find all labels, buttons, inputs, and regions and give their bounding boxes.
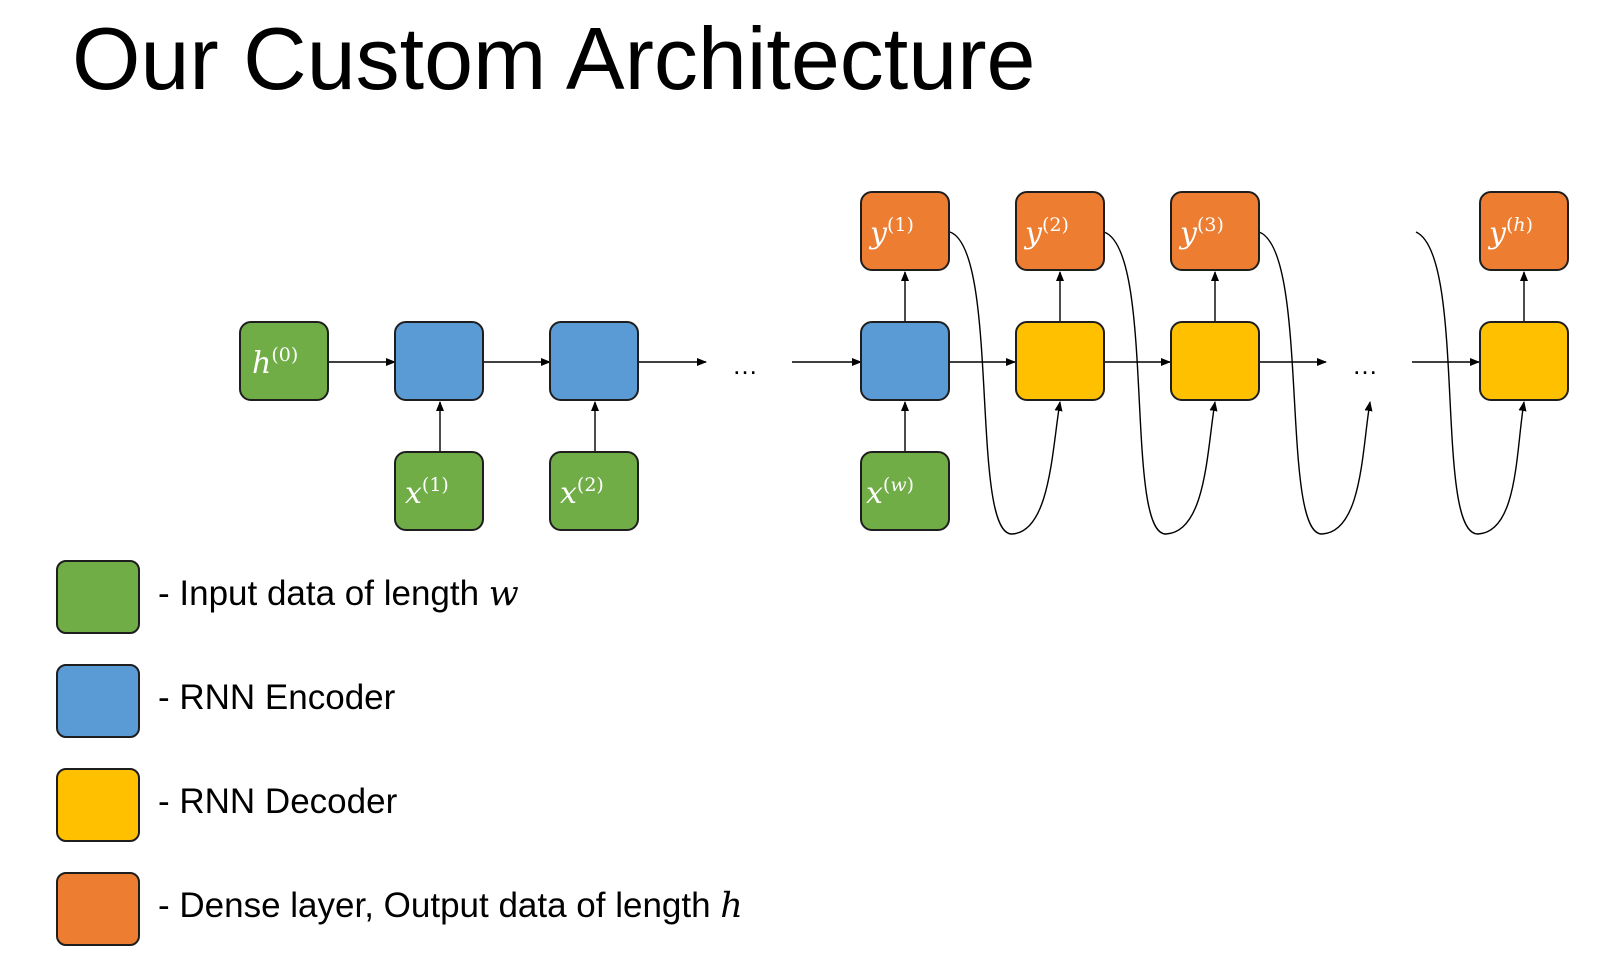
legend-label-encoder: - RNN Encoder xyxy=(158,678,396,717)
svg-text:x(1): x(1) xyxy=(405,474,449,511)
legend-label-input: - Input data of length w xyxy=(158,574,519,614)
feedback-y2-dec2 xyxy=(1103,231,1218,535)
svg-text:y(1): y(1) xyxy=(868,214,914,251)
legend-item-dense: - Dense layer, Output data of length h xyxy=(56,872,816,950)
legend-swatch-decoder xyxy=(56,768,140,842)
page-title: Our Custom Architecture xyxy=(72,9,1036,108)
svg-text:h(0): h(0) xyxy=(252,344,298,381)
ellipsis-encoder: … xyxy=(732,350,758,380)
feedback-y3-ellipsis xyxy=(1258,231,1373,535)
node-encoder-2 xyxy=(549,321,639,401)
svg-text:x(2): x(2) xyxy=(560,474,604,511)
node-decoder-2 xyxy=(1170,321,1260,401)
legend-item-decoder: - RNN Decoder xyxy=(56,768,816,846)
svg-text:y(3): y(3) xyxy=(1178,214,1224,251)
node-y2: y(2) xyxy=(1015,191,1105,271)
connections xyxy=(329,231,1528,535)
ellipsis-decoder: … xyxy=(1352,350,1378,380)
node-x2: x(2) xyxy=(549,451,639,531)
node-encoder-1 xyxy=(394,321,484,401)
architecture-diagram: … … h(0) x(1) x(2) x(w) y(1) xyxy=(239,191,1569,535)
node-xw: x(w) xyxy=(860,451,950,531)
node-yh: y(h) xyxy=(1479,191,1569,271)
legend-item-encoder: - RNN Encoder xyxy=(56,664,816,742)
svg-text:y(2): y(2) xyxy=(1023,214,1069,251)
node-decoder-1 xyxy=(1015,321,1105,401)
feedback-y1-dec1 xyxy=(949,231,1063,535)
legend-swatch-dense xyxy=(56,872,140,946)
node-h0: h(0) xyxy=(239,321,329,401)
legend-item-input: - Input data of length w xyxy=(56,560,816,638)
svg-text:y(h): y(h) xyxy=(1487,214,1533,251)
svg-text:x(w): x(w) xyxy=(866,474,914,511)
legend-label-decoder: - RNN Decoder xyxy=(158,782,398,821)
legend-swatch-encoder xyxy=(56,664,140,738)
legend-label-dense: - Dense layer, Output data of length h xyxy=(158,886,743,926)
node-x1: x(1) xyxy=(394,451,484,531)
feedback-ellipsis-dec3 xyxy=(1415,231,1527,535)
legend-swatch-input xyxy=(56,560,140,634)
node-encoder-3 xyxy=(860,321,950,401)
node-y3: y(3) xyxy=(1170,191,1260,271)
node-y1: y(1) xyxy=(860,191,950,271)
node-decoder-3 xyxy=(1479,321,1569,401)
